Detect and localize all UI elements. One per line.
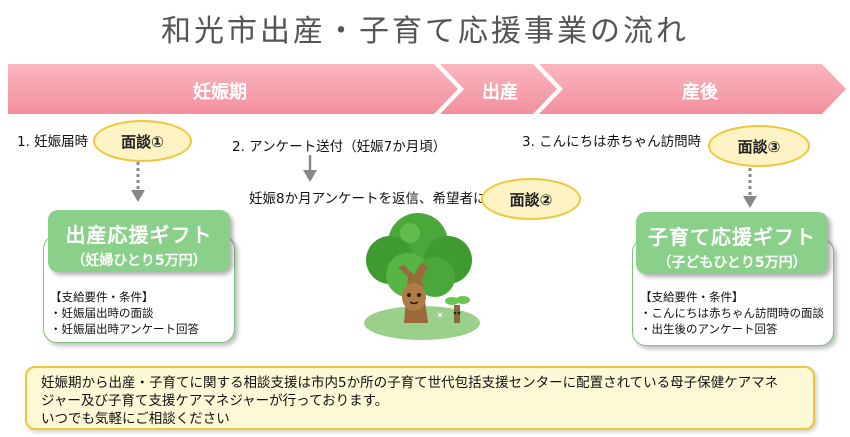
phase-arrow-pregnancy <box>8 64 458 114</box>
birth-gift-subtitle: （妊婦ひとり5万円） <box>71 253 207 269</box>
birth-gift-requirements: 【支給要件・条件】 ・妊娠届出時の面談 ・妊娠届出時アンケート回答 <box>50 289 199 337</box>
down-arrow-icon <box>131 162 145 202</box>
interview-3-badge: 面談③ <box>708 125 810 167</box>
requirements-heading: 【支給要件・条件】 <box>640 290 744 304</box>
childcare-gift-subtitle: （子どもひとり5万円） <box>657 255 807 271</box>
step-2-label: 2. アンケート送付（妊娠7か月頃） <box>232 139 447 155</box>
requirement-item: ・妊娠届出時アンケート回答 <box>50 322 200 336</box>
requirement-item: ・妊娠届出時の面談 <box>50 306 154 320</box>
childcare-gift-header: 子育て応援ギフト （子どもひとり5万円） <box>636 212 828 274</box>
birth-gift-title: 出産応援ギフト <box>65 223 213 247</box>
down-arrow-icon <box>303 155 317 182</box>
page-title: 和光市出産・子育て応援事業の流れ <box>161 14 689 49</box>
phase-label-pregnancy: 妊娠期 <box>193 82 247 103</box>
info-line-2: ジャー及び子育て支援ケアマネジャーが行っております。 <box>41 393 389 409</box>
interview-1-badge: 面談① <box>93 120 192 162</box>
childcare-gift-title: 子育て応援ギフト <box>648 225 816 249</box>
birth-gift-header: 出産応援ギフト （妊婦ひとり5万円） <box>48 210 230 272</box>
phase-label-birth: 出産 <box>482 82 518 103</box>
tree-illustration <box>364 213 480 340</box>
phase-timeline <box>8 64 846 114</box>
info-line-3: いつでも気軽にご相談ください <box>41 411 230 427</box>
phase-arrow-postpartum <box>539 64 846 114</box>
step-3-label: 3. こんにちは赤ちゃん訪問時 <box>522 134 702 150</box>
requirements-heading: 【支給要件・条件】 <box>50 290 154 304</box>
phase-label-postpartum: 産後 <box>682 82 718 103</box>
childcare-gift-requirements: 【支給要件・条件】 ・こんにちは赤ちゃん訪問時の面談 ・出生後のアンケート回答 <box>640 289 824 337</box>
info-line-1: 妊娠期から出産・子育てに関する相談支援は市内5か所の子育て世代包括支援センターに… <box>41 375 779 391</box>
down-arrow-icon <box>743 168 757 208</box>
requirement-item: ・こんにちは赤ちゃん訪問時の面談 <box>640 306 824 320</box>
requirement-item: ・出生後のアンケート回答 <box>640 322 778 336</box>
consultation-info-box: 妊娠期から出産・子育てに関する相談支援は市内5か所の子育て世代包括支援センターに… <box>25 366 815 430</box>
step-1-label: 1. 妊娠届時 <box>17 134 89 150</box>
interview-2-badge: 面談② <box>481 178 581 220</box>
phase-arrow-birth <box>440 64 557 114</box>
step-2-reply-label: 妊娠8か月アンケートを返信、希望者に <box>249 191 487 207</box>
